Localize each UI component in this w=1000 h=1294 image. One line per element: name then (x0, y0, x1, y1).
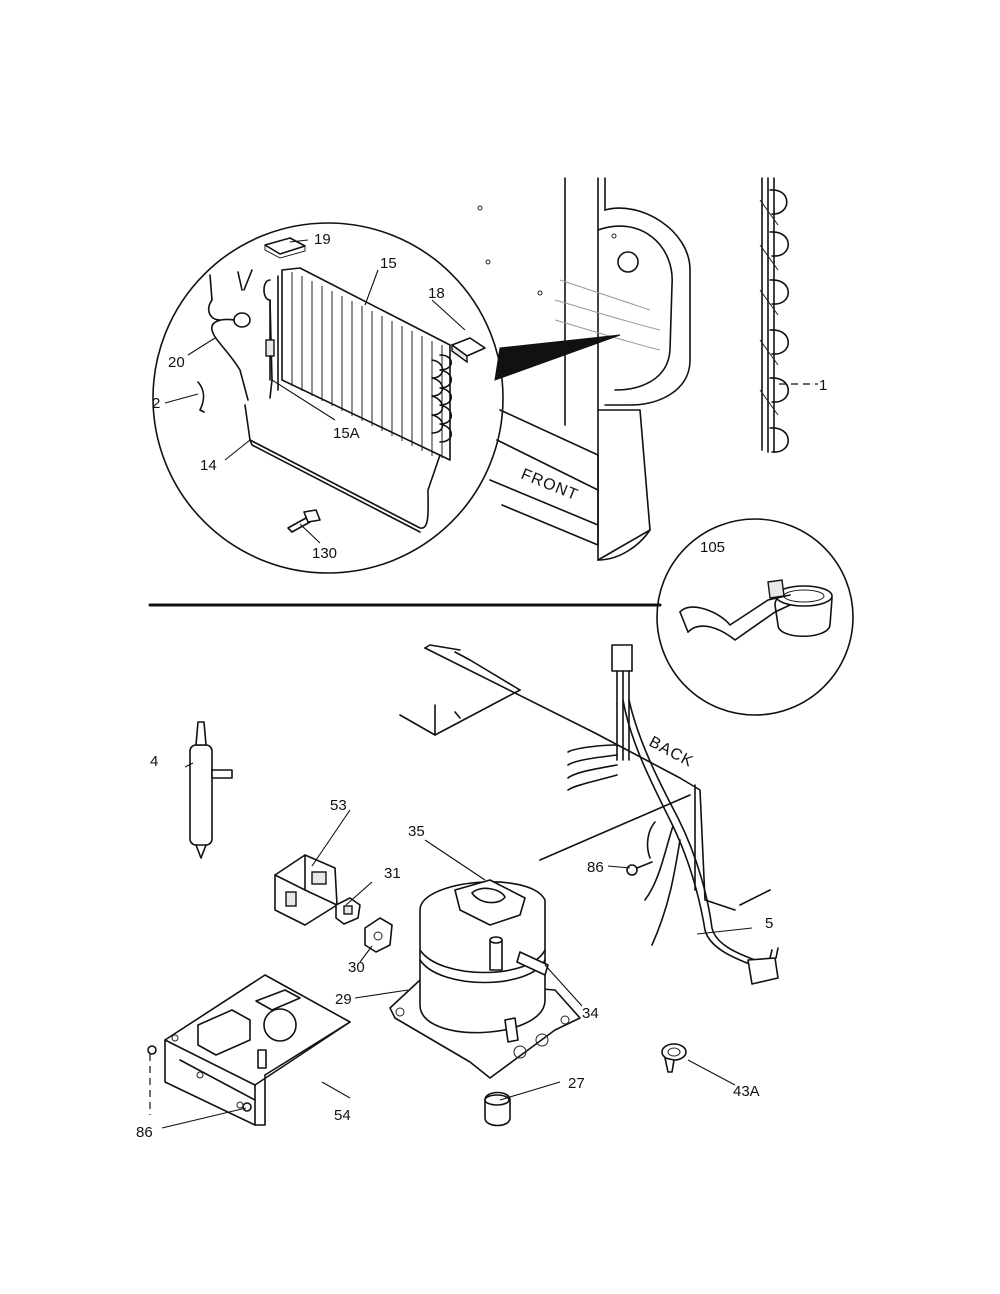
callout-54: 54 (334, 1107, 351, 1124)
callout-53: 53 (330, 797, 347, 814)
callout-2: 2 (152, 395, 160, 412)
callout-14: 14 (200, 457, 217, 474)
pointer-wedge (494, 334, 621, 381)
defrost-heater (244, 404, 441, 529)
drier (189, 721, 233, 859)
defrost-terminator (208, 269, 253, 401)
cabinet-base (399, 644, 771, 911)
evaporator-detail-circle (152, 222, 504, 574)
callout-35: 35 (408, 823, 425, 840)
evaporator (263, 267, 453, 461)
callout-15: 15 (380, 255, 397, 272)
part-2-clip (197, 381, 205, 413)
callout-31: 31 (384, 865, 401, 882)
callout-43a: 43A (733, 1083, 760, 1100)
power-cord (567, 644, 779, 985)
callout-29: 29 (335, 991, 352, 1008)
callout-5: 5 (765, 915, 773, 932)
overload (335, 897, 361, 925)
callout-27: 27 (568, 1075, 585, 1092)
back-label: BACK (646, 734, 696, 771)
callout-18: 18 (428, 285, 445, 302)
condenser (759, 177, 789, 453)
callout-15a: 15A (333, 425, 360, 442)
relay (274, 854, 338, 926)
screw-86-upper (626, 861, 653, 876)
part-15a-sensor (265, 299, 275, 399)
part-19-block (264, 237, 306, 255)
drain-pan (679, 579, 833, 641)
callout-105: 105 (700, 539, 725, 556)
callout-20: 20 (168, 354, 185, 371)
drain-pan-detail-circle (656, 518, 854, 716)
callout-86-lower: 86 (136, 1124, 153, 1141)
cabinet-liner (477, 177, 691, 561)
callout-4: 4 (150, 753, 158, 770)
callout-86-upper: 86 (587, 859, 604, 876)
control-board (147, 974, 351, 1126)
callout-130: 130 (312, 545, 337, 562)
cord-clamp (661, 1043, 687, 1073)
callout-19: 19 (314, 231, 331, 248)
grommet (484, 1091, 511, 1127)
part-130-pin (287, 509, 321, 533)
compressor (389, 879, 581, 1079)
callout-30: 30 (348, 959, 365, 976)
leader-lines (149, 239, 818, 1129)
callout-34: 34 (582, 1005, 599, 1022)
terminal-cover (364, 917, 393, 953)
callout-labels: 19 15 18 20 2 15A 14 130 1 105 4 53 35 3… (136, 231, 827, 1141)
callout-1: 1 (819, 377, 827, 394)
front-label: FRONT (519, 466, 581, 504)
